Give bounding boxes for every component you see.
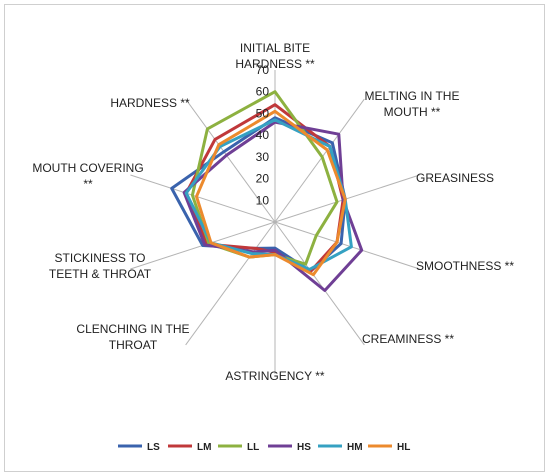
axis-label: MELTING IN THE MOUTH ** bbox=[365, 89, 460, 119]
axis-spoke bbox=[185, 98, 276, 223]
axis-spoke bbox=[274, 221, 420, 270]
legend-label-hl: HL bbox=[397, 442, 410, 453]
legend-label-lm: LM bbox=[197, 442, 211, 453]
axis-spoke bbox=[130, 174, 276, 223]
tick-label: 50 bbox=[256, 106, 270, 120]
tick-label: 10 bbox=[256, 193, 270, 207]
axis-spoke bbox=[274, 221, 365, 346]
axis-label-line: HARDNESS ** bbox=[235, 57, 315, 71]
axis-label-line: MOUTH ** bbox=[384, 105, 441, 119]
axis-label-line: GREASINESS bbox=[416, 171, 494, 185]
legend-label-ll: LL bbox=[247, 442, 259, 453]
axis-spoke bbox=[274, 174, 420, 223]
axis-label-line: TEETH & THROAT bbox=[49, 267, 152, 281]
tick-label: 70 bbox=[256, 63, 270, 77]
axis-label: INITIAL BITE HARDNESS ** bbox=[235, 41, 315, 71]
tick-label: 20 bbox=[256, 172, 270, 186]
axis-label: CREAMINESS ** bbox=[362, 332, 454, 346]
axis-label: ASTRINGENCY ** bbox=[225, 369, 324, 383]
axis-label: CLENCHING IN THE THROAT bbox=[76, 322, 189, 352]
axis-label-line: MOUTH COVERING bbox=[32, 161, 143, 175]
axis-label-line: STICKINESS TO bbox=[55, 251, 146, 265]
legend-label-hs: HS bbox=[297, 442, 311, 453]
axis-label-line: CLENCHING IN THE bbox=[76, 322, 189, 336]
axis-spoke bbox=[274, 98, 365, 223]
axis-label-line: INITIAL BITE bbox=[240, 41, 310, 55]
axis-label-line: HARDNESS ** bbox=[110, 96, 190, 110]
axis-label: SMOOTHNESS ** bbox=[416, 259, 514, 273]
axis-spoke bbox=[185, 221, 276, 346]
tick-label: 30 bbox=[256, 150, 270, 164]
tick-label: 40 bbox=[256, 128, 270, 142]
axis-label: HARDNESS ** bbox=[110, 96, 190, 110]
axis-label-line: SMOOTHNESS ** bbox=[416, 259, 514, 273]
legend-label-ls: LS bbox=[147, 442, 160, 453]
series-line-hl bbox=[195, 109, 347, 277]
axis-label-line: THROAT bbox=[109, 338, 158, 352]
legend-label-hm: HM bbox=[347, 442, 363, 453]
axis-label: STICKINESS TO TEETH & THROAT bbox=[49, 251, 152, 281]
axis-label: GREASINESS bbox=[416, 171, 494, 185]
axis-label-line: ASTRINGENCY ** bbox=[225, 369, 324, 383]
axis-label-line: ** bbox=[83, 177, 93, 191]
axis-label-line: MELTING IN THE bbox=[365, 89, 460, 103]
axis-label-line: CREAMINESS ** bbox=[362, 332, 454, 346]
axis-label: MOUTH COVERING ** bbox=[32, 161, 143, 191]
tick-label: 60 bbox=[256, 85, 270, 99]
series-line-hs bbox=[182, 120, 364, 292]
